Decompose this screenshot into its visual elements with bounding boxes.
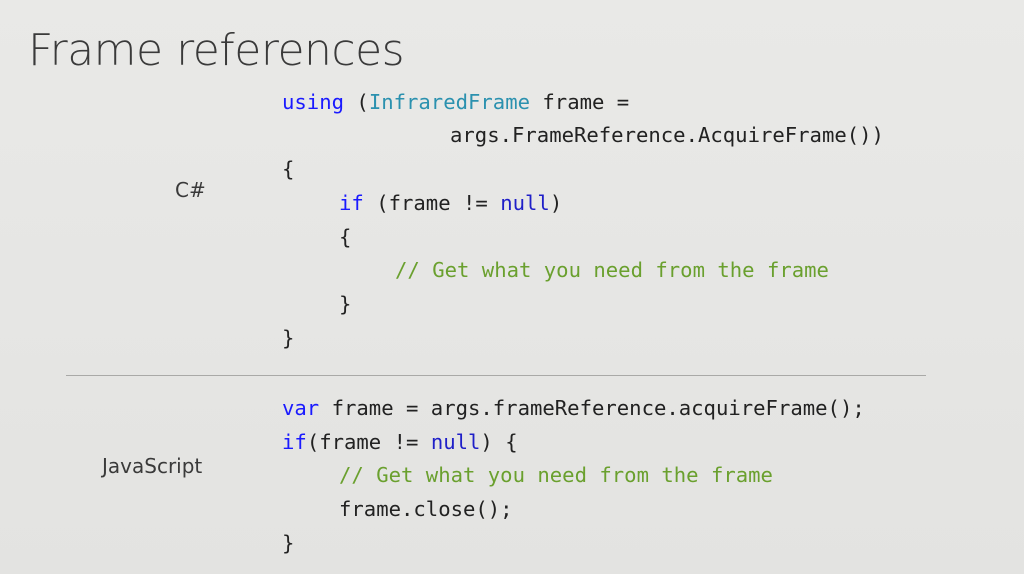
code-line: { [282, 152, 294, 186]
code-comment: // Get what you need from the frame [339, 463, 773, 487]
code-line: frame.close(); [339, 492, 513, 526]
code-text: (frame != [363, 191, 501, 215]
code-line: var frame = args.frameReference.acquireF… [282, 391, 865, 425]
keyword: var [282, 396, 320, 420]
keyword: null [500, 191, 550, 215]
code-line: if (frame != null) [339, 186, 562, 220]
code-line: } [282, 526, 294, 560]
code-text: args.FrameReference.AcquireFrame()) [450, 123, 884, 147]
csharp-label: C# [175, 178, 206, 202]
type-name: InfraredFrame [368, 90, 530, 114]
code-text: (frame != [306, 430, 431, 454]
javascript-code-block: var frame = args.frameReference.acquireF… [282, 391, 1002, 571]
code-text: ) { [480, 430, 518, 454]
code-text: frame = [530, 90, 630, 114]
keyword: null [430, 430, 481, 454]
csharp-code-block: using (InfraredFrame frame = args.FrameR… [282, 85, 982, 365]
keyword: using [282, 90, 344, 114]
code-line: args.FrameReference.AcquireFrame()) [450, 118, 884, 152]
code-text: } [282, 531, 295, 555]
code-text: { [282, 157, 295, 181]
code-line: // Get what you need from the frame [395, 253, 829, 287]
code-line: { [339, 220, 351, 254]
code-text: } [282, 326, 295, 350]
code-text: frame.close(); [339, 497, 513, 521]
code-line: using (InfraredFrame frame = [282, 85, 629, 119]
code-line: } [339, 287, 351, 321]
code-text: { [339, 225, 352, 249]
code-text: } [339, 292, 352, 316]
code-text: ( [344, 90, 369, 114]
code-comment: // Get what you need from the frame [395, 258, 829, 282]
keyword: if [282, 430, 307, 454]
keyword: if [339, 191, 364, 215]
javascript-label: JavaScript [102, 454, 203, 478]
code-line: if(frame != null) { [282, 425, 518, 459]
code-line: // Get what you need from the frame [339, 458, 773, 492]
code-text: ) [549, 191, 563, 215]
code-line: } [282, 321, 294, 355]
code-text: frame = args.frameReference.acquireFrame… [319, 396, 865, 420]
section-divider [66, 375, 926, 376]
slide-title: Frame references [28, 25, 405, 76]
